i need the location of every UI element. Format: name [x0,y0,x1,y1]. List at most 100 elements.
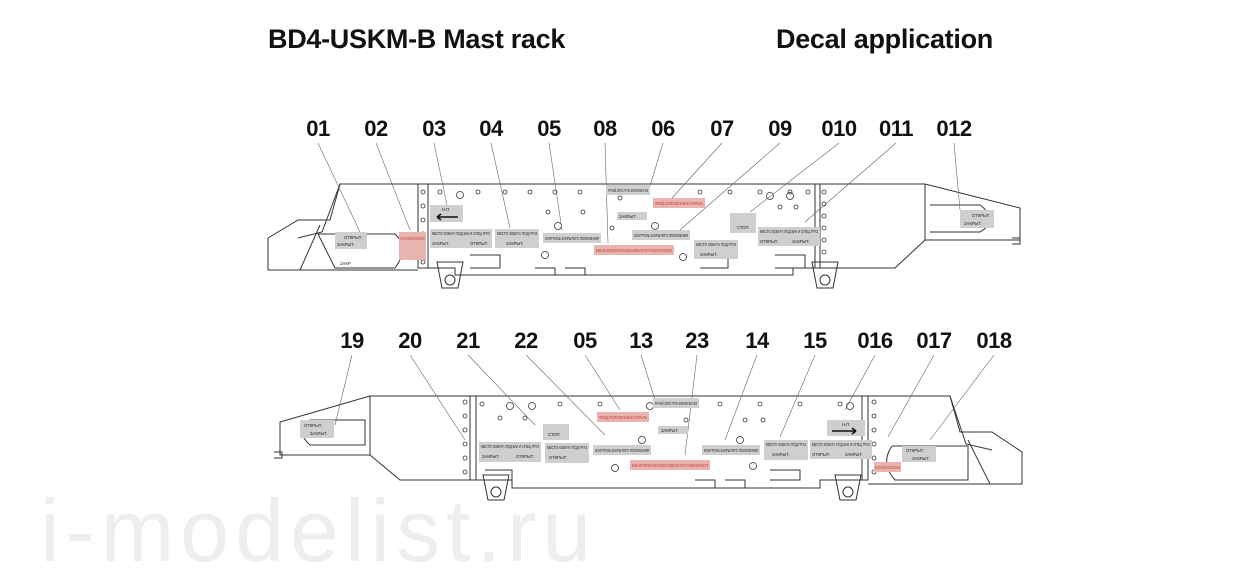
decal-text: ЗАКРЫТ. [912,456,930,461]
callout-number: 08 [593,116,617,141]
decal-text: ЗАКРЫТ. [337,242,355,247]
decal-text: ЗАКРЫТ. [506,241,524,246]
decal-017: ЧЕКУ СНЯТЬ ПЕРЕД ВЫЛЕТОМ. ВСТАВИТЬ ПОСЛЕ… [874,462,901,472]
decal-text: КОНТРОЛЬ ЗАКРЫТОГО ПОЛОЖЕНИЯ [634,233,688,238]
callout-number: 012 [936,116,972,141]
callout-number: 07 [710,116,734,141]
callout-number: 19 [340,328,364,353]
callout-number: 15 [803,328,827,353]
decal-text: ОТКРЫТ. [549,455,567,460]
arrow-left-icon [436,213,458,221]
callout-number: 017 [916,328,952,353]
decal-23: ВНИМАНИЕ! ПИРОМЕХАНИЗМ СТАВИТЬ И НОВЛЕНС… [630,460,710,470]
decal-text: МЕСТО ХОВАТА ПОД БАК И СПЕЦ ГРУЗ [432,231,490,236]
callout-number: 010 [821,116,857,141]
decal-01: ОТКРЫТ. ЗАКРЫТ. [335,232,367,249]
decal-text: ЗАКРЫТ. [964,221,982,226]
callout-number: 14 [745,328,769,353]
decal-02: ЧЕКУ СНЯТЬ ПЕРЕД ВЫЛЕТОМ. ВСТАВИТЬ ПОСЛЕ… [399,232,426,260]
decal-text: ОТКРЫТ. [760,239,778,244]
callout-number: 20 [398,328,422,353]
decal-text: ЗАКРЫТ. [845,452,863,457]
callout-number: 04 [479,116,503,141]
decal-cover-cargo-top: МЕСТО ХОВАТА ПОД ГРУЗ ЗАКРЫТ. [694,240,738,259]
decal-05: КОНТРОЛЬ ЗАКРЫТОГО ПОЛОЖЕНИЯ [543,233,601,243]
callout-number: 23 [685,328,709,353]
decal-text: ЗАКРЫТ. [792,239,810,244]
decal-09: КОНТРОЛЬ ЗАКРЫТОГО ПОЛОЖЕНИЯ [632,230,690,240]
decal-text: КОНТРОЛЬ ЗАКРЫТОГО ПОЛОЖЕНИЯ [595,448,649,453]
decal-text: МЕСТО ХОВАТА ПОД БАК И СПЕЦ ГРУЗ [481,444,539,449]
decal-06: РУЧНОЙ СБРОС ГРУЗА КЛЮЧОМ ВАУ-200 ЗАКРЫТ… [606,185,650,220]
decal-text: ВНИМАНИЕ! ПИРОМЕХАНИЗМ СТАВИТЬ И НОВЛЕНС… [632,463,708,468]
callout-number: 03 [422,116,446,141]
decal-text: ЗАКРЫТ. [482,454,500,459]
decal-text: Н.П. [842,422,850,427]
callout-number: 09 [768,116,792,141]
decal-text: ЗАКРЫТ. [432,241,450,246]
decal-016: Н.П. МЕСТО ХОВАТА ПОД БАК И СПЕЦ ГРУЗ ОТ… [810,420,872,459]
callout-number: 05 [537,116,561,141]
callout-number: 22 [514,328,538,353]
decal-text: ЗАКРЫТ. [619,214,637,219]
decal-22: МЕСТО ХОВАТА ПОД ГРУЗ ОТКРЫТ. [545,443,589,463]
decal-text-line: ЧЕКУ СНЯТЬ ПЕРЕД ВЫЛЕТОМ. ВСТАВИТЬ ПОСЛЕ… [400,236,425,241]
decal-text: ЧЕКУ СНЯТЬ ПЕРЕД ВЫЛЕТОМ. ВСТАВИТЬ ПОСЛЕ… [875,465,900,470]
decal-text: СТОП [737,225,749,230]
decal-018: ОТКРЫТ. ЗАКРЫТ. [902,446,936,462]
decal-text: РУЧНОЙ СБРОС ГРУЗА КЛЮЧОМ ВАУ-200 [608,188,648,193]
callout-number: 011 [879,116,914,141]
callout-number: 13 [629,328,653,353]
callout-number: 06 [651,116,675,141]
decal-19: ОТКРЫТ. ЗАКРЫТ. [300,420,334,438]
diagram-subtitle: Decal application [776,24,993,54]
decal-text: ОТКРЫТ. [304,423,322,428]
watermark: i-modelist.ru [40,481,598,580]
decal-13-red: ПЕРЕД ПОЛЁТОМ ЗАМОК ОТКРЫТЬ [597,412,649,422]
decal-011: МЕСТО ХОВАТА ПОД БАК И СПЕЦ ГРУЗ ОТКРЫТ.… [758,227,820,246]
decal-03: Н.П. [430,205,463,222]
decal-21: СТОП [543,424,569,440]
decal-text: МЕСТО ХОВАТА ПОД БАК И СПЕЦ ГРУЗ [812,442,870,447]
decal-text: МЕСТО ХОВАТА ПОД ГРУЗ [766,442,806,447]
callout-number: 02 [364,116,388,141]
decal-04: МЕСТО ХОВАТА ПОД ГРУЗ ЗАКРЫТ. [495,229,539,248]
diagram-title: BD4-USKM-B Mast rack [268,24,566,54]
decal-text: ОТКРЫТ. [812,452,830,457]
decal-text: МЕСТО ХОВАТА ПОД ГРУЗ [547,445,587,450]
decal-text: ОТКРЫТ. [470,241,488,246]
decal-20: МЕСТО ХОВАТА ПОД БАК И СПЕЦ ГРУЗ ЗАКРЫТ.… [479,442,541,462]
decal-text: СТОП [548,432,560,437]
decal-text: КОНТРОЛЬ ЗАКРЫТОГО ПОЛОЖЕНИЯ [704,448,758,453]
decal-text: ЗАКРЫТ. [700,252,718,257]
callout-number: 018 [976,328,1012,353]
bottom-rack-outline [274,395,1023,501]
leader-lines-bottom [334,354,995,456]
decal-012: ОТКРЫТ. ЗАКРЫТ. [960,210,994,228]
decal-text: ОТКРЫТ. [344,235,362,240]
callout-number: 21 [456,328,480,353]
decal-010: СТОП [730,213,756,233]
callout-number: 01 [306,116,330,141]
decal-text: ПЕРЕД ПОЛЁТОМ ЗАМОК ОТКРЫТЬ [655,201,703,206]
decal-text: ПЕРЕД ПОЛЁТОМ ЗАМОК ОТКРЫТЬ [599,415,647,420]
decal-text: Н.П. [442,207,450,212]
decal-cover-tank-top: МЕСТО ХОВАТА ПОД БАК И СПЕЦ ГРУЗ ЗАКРЫТ.… [430,229,492,248]
decal-07: ПЕРЕД ПОЛЁТОМ ЗАМОК ОТКРЫТЬ [653,198,705,208]
callout-number: 016 [857,328,893,353]
decal-15: МЕСТО ХОВАТА ПОД ГРУЗ ЗАКРЫТ. [764,440,808,460]
decal-text: РУЧНОЙ СБРОС ГРУЗА КЛЮЧОМ ВАУ-200 [655,401,697,406]
arrow-right-icon [832,427,857,435]
decal-text: ВНИМАНИЕ! ПИРОМЕХАНИЗМ СТАВИТЬ И НОВЛЕНС… [596,248,672,253]
decal-text: ЗАКРЫТ. [772,452,790,457]
decal-text: ЧЕКУ СНЯТЬ ПЕРЕД ВЫЛЕТОМ. ВСТАВИТЬ ПОСЛЕ… [400,236,425,241]
top-rack-outline [267,183,1021,289]
leader-lines-top [317,142,961,244]
decal-05-bottom: КОНТРОЛЬ ЗАКРЫТОГО ПОЛОЖЕНИЯ [593,445,651,455]
decal-08: ВНИМАНИЕ! ПИРОМЕХАНИЗМ СТАВИТЬ И НОВЛЕНС… [594,245,674,255]
decal-text: МЕСТО ХОВАТА ПОД ГРУЗ [497,231,537,236]
decal-text: ЗАКРЫТ. [661,428,679,433]
decal-text: ЗАКРЫТ. [310,431,328,436]
decal-text: ОТКРЫТ. [516,454,534,459]
